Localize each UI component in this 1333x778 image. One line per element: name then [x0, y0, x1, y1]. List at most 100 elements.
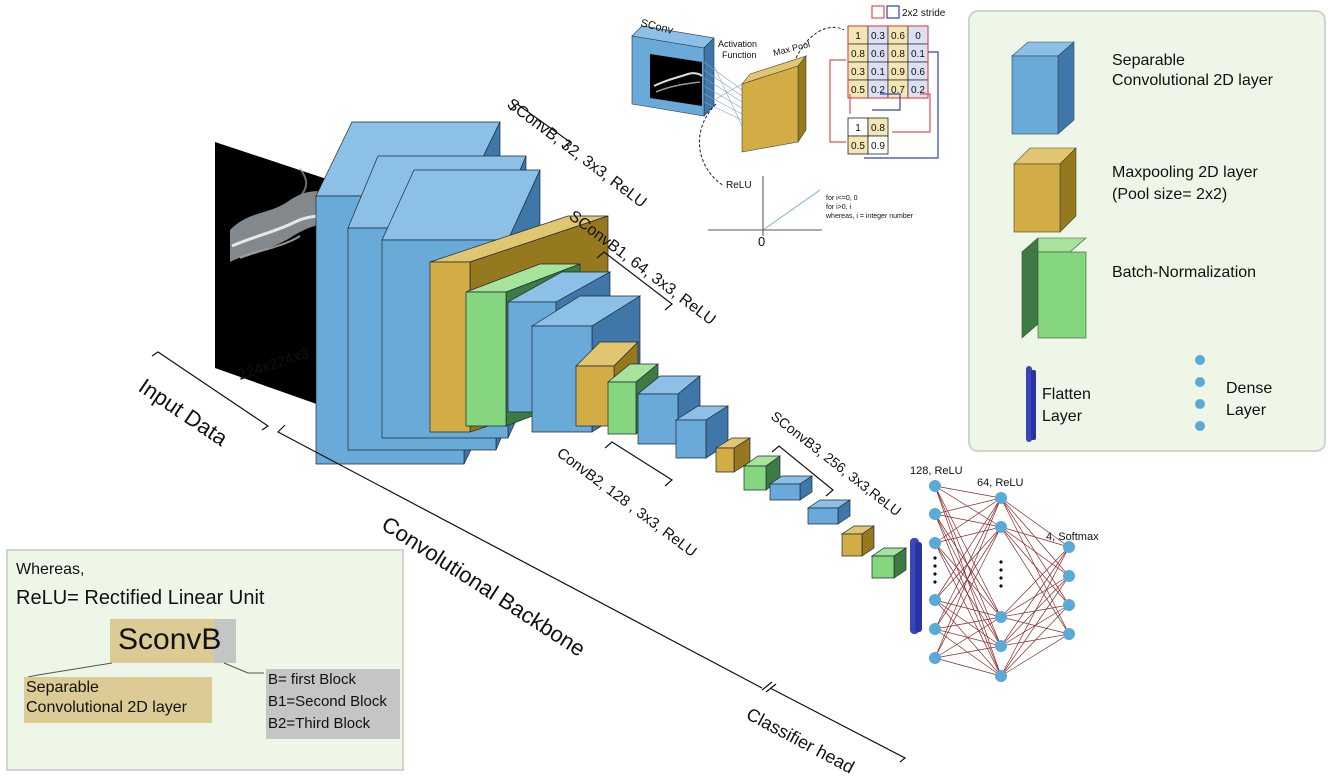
dense1-neuron	[929, 652, 941, 664]
inset-sconv-block	[631, 25, 715, 117]
dense-connection	[934, 542, 1002, 647]
conv-layer-front	[769, 483, 801, 501]
dense-connection	[934, 485, 1002, 499]
legend-flatten-swatch	[1026, 366, 1036, 442]
dense-neurons	[929, 480, 1075, 682]
dense1-neuron	[929, 594, 941, 606]
pooled-matrix-value: 0.8	[871, 123, 885, 134]
abbr-main-text: SconvB	[118, 623, 222, 656]
stride-label: 2x2 stride	[902, 8, 946, 19]
inset-maxpool-block	[741, 55, 807, 153]
relu-graph	[708, 176, 822, 236]
legend-flatten-line2: Layer	[1042, 408, 1083, 425]
dense2-label: 64, ReLU	[977, 477, 1024, 489]
ellipsis-dot	[933, 556, 937, 560]
pool-layer-block	[714, 437, 752, 473]
pool-matrix-frame	[847, 25, 929, 99]
pool-matrix-value: 0.6	[871, 49, 885, 60]
pool-matrix-value: 0.6	[911, 67, 925, 78]
dense-connection	[934, 485, 1002, 677]
pool-matrix-value: 0.8	[851, 49, 865, 60]
note-sep-line1: Separable	[26, 679, 99, 696]
pool-layer-block	[840, 525, 876, 557]
legend-dense-line2: Layer	[1226, 402, 1267, 419]
abbreviation-panel: Whereas, ReLU= Rectified Linear Unit Sco…	[6, 549, 404, 771]
inset-maxpool-label: Max Pool	[772, 39, 811, 58]
ellipsis-dot	[933, 564, 937, 568]
output-neuron	[1063, 599, 1075, 611]
pool-matrix-value: 0	[915, 31, 921, 42]
ellipsis-dot	[999, 576, 1003, 580]
pooled-matrix-value: 0.5	[851, 141, 865, 152]
conv-layer-front	[675, 419, 707, 459]
conv-layer-block	[806, 499, 852, 525]
conv-layer-block	[768, 475, 814, 501]
abbr-connectors	[27, 662, 264, 678]
dense1-neuron	[929, 480, 941, 492]
legend-sep-conv-line1: Separable	[1112, 52, 1185, 69]
legend-dense-line1: Dense	[1226, 380, 1273, 397]
legend-maxpool-swatch	[1013, 147, 1077, 233]
dense2-neuron	[995, 521, 1007, 533]
dense1-neuron	[929, 623, 941, 635]
pool-matrix-value: 0.3	[871, 31, 885, 42]
stride-legend	[871, 5, 900, 19]
pool-matrix-value: 0.1	[871, 67, 885, 78]
output-label: 4, Softmax	[1046, 531, 1099, 543]
note-b0: B= first Block	[268, 671, 356, 688]
dense2-neuron	[995, 670, 1007, 682]
dense-connections	[934, 485, 1070, 677]
bn-layer-front	[743, 465, 767, 491]
dense-connection	[934, 616, 1002, 630]
pool-layer-front	[715, 447, 735, 473]
ellipsis-dot	[999, 584, 1003, 588]
pool-matrix-value: 0.6	[891, 31, 905, 42]
inset-activation-lines	[703, 61, 743, 127]
dense-connection	[934, 526, 1002, 659]
dense-connection	[934, 497, 1002, 601]
bn-layer-front	[607, 381, 637, 435]
ellipsis-dot	[999, 560, 1003, 564]
bn-layer-front	[465, 291, 507, 427]
inset-activation-line2: Function	[722, 50, 757, 60]
dense-connection	[1000, 604, 1070, 677]
legend-dense-swatch	[1195, 355, 1205, 431]
output-neuron	[1063, 628, 1075, 640]
dense-connection	[1000, 526, 1070, 635]
relu-rule-2: for i>0, i	[826, 204, 852, 211]
pooled-matrix-value: 0.9	[871, 141, 885, 152]
pooled-matrix-value: 1	[855, 123, 861, 134]
dense-connection	[934, 645, 1002, 659]
abbr-suffix-highlight	[214, 619, 236, 663]
dense2-neuron	[995, 611, 1007, 623]
dense-connection	[934, 497, 1002, 544]
dense-connection	[934, 485, 1002, 618]
dense-connection	[934, 542, 1002, 677]
relu-graph-origin: 0	[758, 234, 765, 249]
legend-flatten-line1: Flatten	[1042, 386, 1091, 403]
pool-arrows	[829, 51, 939, 159]
legend-maxpool-line1: Maxpooling 2D layer	[1112, 164, 1258, 181]
pool-matrix-value: 0.2	[871, 85, 885, 96]
dense-connection	[934, 497, 1002, 515]
dense-connection	[934, 657, 1002, 677]
conv-layer-front	[807, 507, 839, 525]
dense-connection	[934, 542, 1002, 618]
backbone-label: Convolutional Backbone	[377, 511, 590, 661]
legend-conv-swatch	[1011, 41, 1075, 135]
classifier-head-label: Classifier head	[743, 704, 858, 778]
pool-layer-front	[841, 533, 863, 557]
dense-connection	[934, 599, 1002, 677]
pool-matrix-value: 0.1	[911, 49, 925, 60]
pooled-matrix-cell	[867, 135, 889, 155]
dense2-neuron	[995, 492, 1007, 504]
dense-connection	[934, 497, 1002, 659]
inset-dashed-arrow-relu	[698, 103, 725, 187]
pool-matrix-value: 0.5	[851, 85, 865, 96]
dense-connection	[1000, 546, 1070, 618]
legend-batchnorm-swatch	[1021, 237, 1087, 339]
block-highlight	[266, 669, 400, 739]
convb2-label: ConvB2, 128 , 3x3, ReLU	[554, 445, 700, 561]
